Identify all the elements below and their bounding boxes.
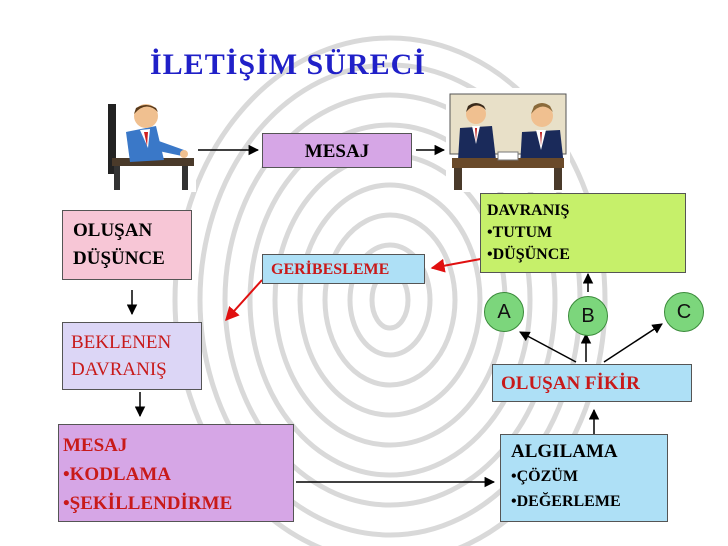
olusan-fikir-box: OLUŞAN FİKİR [492,364,692,402]
kodlama-box: MESAJ •KODLAMA •ŞEKİLLENDİRME [58,424,294,522]
olusan-fikir-label: OLUŞAN FİKİR [501,373,640,394]
beklenen-line2: DAVRANIŞ [71,359,167,380]
kodlama-line2: •KODLAMA [63,464,171,485]
geribesleme-label: GERİBESLEME [271,261,390,278]
arrow-fikir-to-c [603,323,663,363]
mesaj-box: MESAJ [262,133,412,168]
arrow-davranis-to-geribesleme [430,257,487,273]
algilama-line3: •DEĞERLEME [511,493,621,510]
olusan-dusunce-line2: DÜŞÜNCE [73,248,165,269]
davranis-line2: •TUTUM [487,224,553,241]
page-title: İLETİŞİM SÜRECİ [150,48,426,81]
kodlama-line1: MESAJ [63,435,128,456]
mesaj-label: MESAJ [304,141,370,162]
algilama-line1: ALGILAMA [511,441,618,462]
circle-a: A [484,292,524,332]
geribesleme-box: GERİBESLEME [262,254,425,284]
man-at-desk-icon [104,96,196,192]
circle-b: B [568,296,608,336]
davranis-line3: •DÜŞÜNCE [487,246,570,263]
davranis-box: DAVRANIŞ •TUTUM •DÜŞÜNCE [480,193,686,273]
davranis-line1: DAVRANIŞ [487,202,570,219]
two-men-meeting-icon [446,88,570,192]
arrow-fikir-to-a [519,331,577,363]
beklenen-davranis-box: BEKLENEN DAVRANIŞ [62,322,202,390]
olusan-dusunce-line1: OLUŞAN [73,220,153,241]
algilama-line2: •ÇÖZÜM [511,468,578,485]
kodlama-line3: •ŞEKİLLENDİRME [63,493,233,514]
arrow-geribesleme-to-beklenen [225,279,263,322]
circle-c: C [664,292,704,332]
algilama-box: ALGILAMA •ÇÖZÜM •DEĞERLEME [500,434,668,522]
beklenen-line1: BEKLENEN [71,332,172,353]
olusan-dusunce-box: OLUŞAN DÜŞÜNCE [62,210,192,280]
